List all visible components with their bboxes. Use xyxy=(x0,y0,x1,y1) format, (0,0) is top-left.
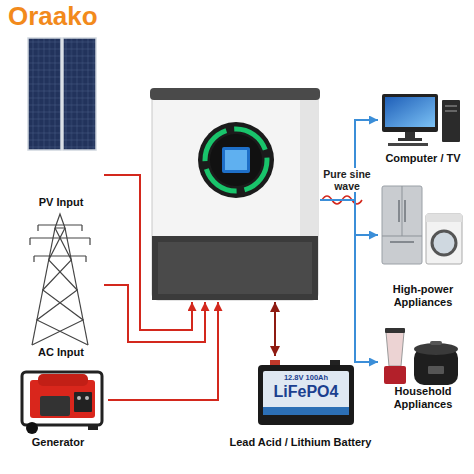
computer-tv xyxy=(405,132,415,138)
small-appliances xyxy=(385,328,405,333)
device-label: Generator xyxy=(8,436,108,449)
signal-label: Pure sine wave xyxy=(322,168,372,192)
fridge-washer xyxy=(426,214,462,222)
device-label: Household Appliances xyxy=(378,385,468,411)
generator xyxy=(88,424,98,430)
inverter-unit xyxy=(205,129,267,191)
battery-type: LiFePO4 xyxy=(263,383,349,401)
device-label: AC Input xyxy=(18,346,104,359)
device-label: PV Input xyxy=(18,196,104,209)
small-appliances xyxy=(384,328,458,385)
inverter-unit xyxy=(198,122,274,198)
solar-panel xyxy=(63,38,96,150)
brand-logo: Oraako xyxy=(8,2,98,32)
inverter-unit xyxy=(152,236,318,300)
power-tower xyxy=(38,224,82,225)
appliance-node: Household Appliances xyxy=(378,324,468,414)
power-connector xyxy=(274,302,276,356)
device-label: Computer / TV xyxy=(378,152,468,165)
device-label: Lead Acid / Lithium Battery xyxy=(224,436,377,449)
power-tower xyxy=(55,214,65,228)
battery-node: 12.8V 100AhLiFePO4Lead Acid / Lithium Ba… xyxy=(224,356,377,452)
battery xyxy=(263,407,349,415)
solar-panel xyxy=(28,38,61,150)
power-tower xyxy=(37,228,88,345)
inverter-unit xyxy=(300,100,318,236)
power-tower xyxy=(30,214,90,345)
inverter-unit xyxy=(152,92,318,300)
inverter-unit xyxy=(222,147,250,173)
generator xyxy=(40,396,70,416)
appliance-node: Computer / TV xyxy=(378,88,468,168)
computer-tv xyxy=(398,138,422,141)
computer-tv xyxy=(385,97,435,127)
device-label: High-power Appliances xyxy=(378,283,468,309)
battery xyxy=(258,365,354,425)
ac-input-node: AC Input xyxy=(18,214,104,362)
generator xyxy=(38,374,88,386)
power-connector xyxy=(320,120,378,200)
generator-node: Generator xyxy=(8,366,108,452)
inverter-unit xyxy=(158,242,312,294)
appliance-node: High-power Appliances xyxy=(378,184,468,312)
battery-spec: 12.8V 100Ah xyxy=(263,374,349,383)
small-appliances xyxy=(384,366,406,384)
inverter-unit xyxy=(150,88,320,300)
computer-tv xyxy=(388,143,428,146)
small-appliances xyxy=(430,341,442,345)
small-appliances xyxy=(386,332,404,366)
computer-tv xyxy=(445,110,457,112)
generator xyxy=(26,422,38,434)
battery xyxy=(263,371,349,415)
inverter-unit xyxy=(150,88,320,100)
computer-tv xyxy=(445,105,457,107)
inverter-unit xyxy=(225,150,247,170)
battery xyxy=(258,360,354,425)
inverter-unit xyxy=(210,134,262,186)
power-connector xyxy=(320,200,378,235)
small-appliances xyxy=(428,366,444,374)
power-connector xyxy=(108,302,218,400)
solar-panel xyxy=(28,38,96,150)
fridge-washer xyxy=(432,231,456,255)
generator xyxy=(22,372,102,425)
power-tower xyxy=(32,228,83,345)
power-tower xyxy=(30,225,90,262)
generator xyxy=(22,372,102,434)
computer-tv xyxy=(382,94,460,146)
generator xyxy=(74,392,92,412)
power-connector xyxy=(104,175,192,330)
fridge-washer xyxy=(382,186,422,264)
pv-input-node: PV Input xyxy=(18,36,104,212)
power-connector xyxy=(320,200,378,362)
inverter-node xyxy=(150,88,320,302)
fridge-washer xyxy=(382,186,462,264)
power-connector xyxy=(104,285,205,342)
fridge-washer xyxy=(382,186,422,236)
computer-tv xyxy=(382,94,438,132)
fridge-washer xyxy=(390,200,414,242)
power-tower xyxy=(34,255,86,256)
generator xyxy=(77,396,81,400)
computer-tv xyxy=(442,100,460,142)
fridge-washer xyxy=(426,214,462,264)
generator xyxy=(85,396,89,400)
